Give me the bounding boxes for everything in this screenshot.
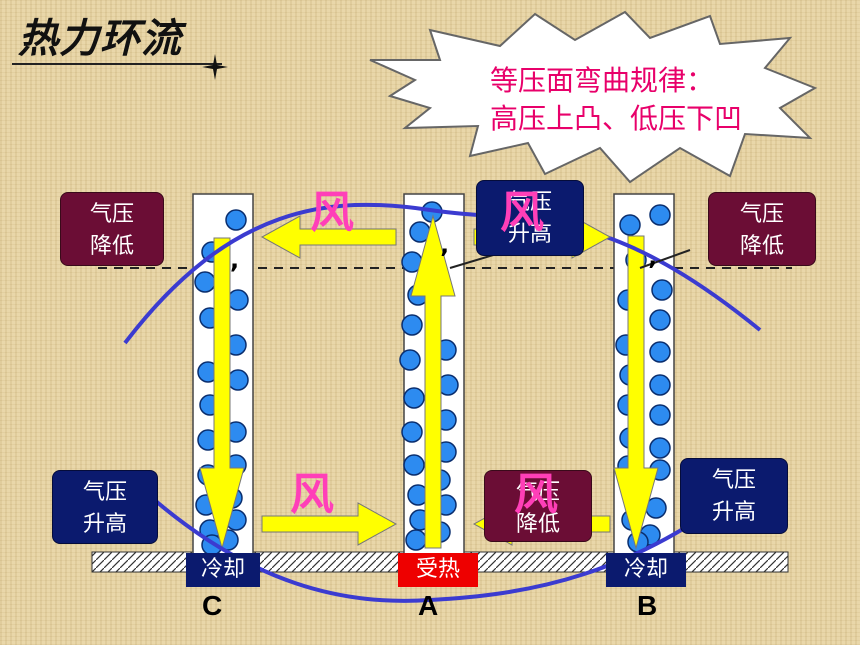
fragment-right: ’ xyxy=(648,256,658,284)
pressure-box-top-right: 气压 降低 xyxy=(708,192,816,266)
arrow-left-top xyxy=(260,215,397,259)
air-bubble xyxy=(225,209,247,231)
pressure-box-bottom-right: 气压 升高 xyxy=(680,458,788,534)
upper-isobar-curve xyxy=(123,202,762,345)
air-bubble xyxy=(649,204,671,226)
air-bubble xyxy=(403,454,425,476)
air-bubble xyxy=(399,349,421,371)
air-bubble xyxy=(649,437,671,459)
point-label-a: A xyxy=(418,590,439,621)
air-bubble xyxy=(619,214,641,236)
title-underline xyxy=(12,63,222,65)
pressure-box-bottom-left: 气压 升高 xyxy=(52,470,158,544)
fragment-left: , xyxy=(230,246,240,274)
pressure-box-bottom-center: 气压 降低 xyxy=(484,470,592,542)
wind-label-top-right: 风 xyxy=(500,187,544,238)
ground-label-right: 冷却 xyxy=(606,553,686,587)
arrow-down-left xyxy=(199,237,245,550)
wind-label-top-left: 风 xyxy=(310,187,354,238)
pressure-box-top-left: 气压 降低 xyxy=(60,192,164,266)
sparkle-icon xyxy=(202,54,228,80)
air-bubble xyxy=(403,387,425,409)
page-title: 热力环流 xyxy=(18,15,182,62)
pressure-box-top-center: 气压 升高 xyxy=(476,180,584,256)
ground-label-center: 受热 xyxy=(398,553,478,587)
air-bubble xyxy=(401,314,423,336)
arrow-right-bottom xyxy=(261,502,398,546)
air-bubble xyxy=(649,374,671,396)
callout-line-2: 高压上凸、低压下凹 xyxy=(490,102,743,135)
point-label-c: C xyxy=(202,590,223,621)
arrow-down-right xyxy=(613,235,659,550)
callout-starburst xyxy=(369,10,818,184)
air-bubble xyxy=(401,421,423,443)
arrow-up-center xyxy=(410,214,456,549)
air-bubble xyxy=(649,341,671,363)
air-bubble xyxy=(649,309,671,331)
ground-label-left: 冷却 xyxy=(186,553,260,587)
fragment-center: ’ xyxy=(440,244,450,272)
air-bubble xyxy=(649,404,671,426)
point-label-b: B xyxy=(637,590,658,621)
callout-line-1: 等压面弯曲规律： xyxy=(490,64,715,97)
air-bubble xyxy=(651,279,673,301)
wind-label-bottom-left: 风 xyxy=(290,469,334,520)
wind-label-bottom-center: 风 xyxy=(514,469,558,520)
